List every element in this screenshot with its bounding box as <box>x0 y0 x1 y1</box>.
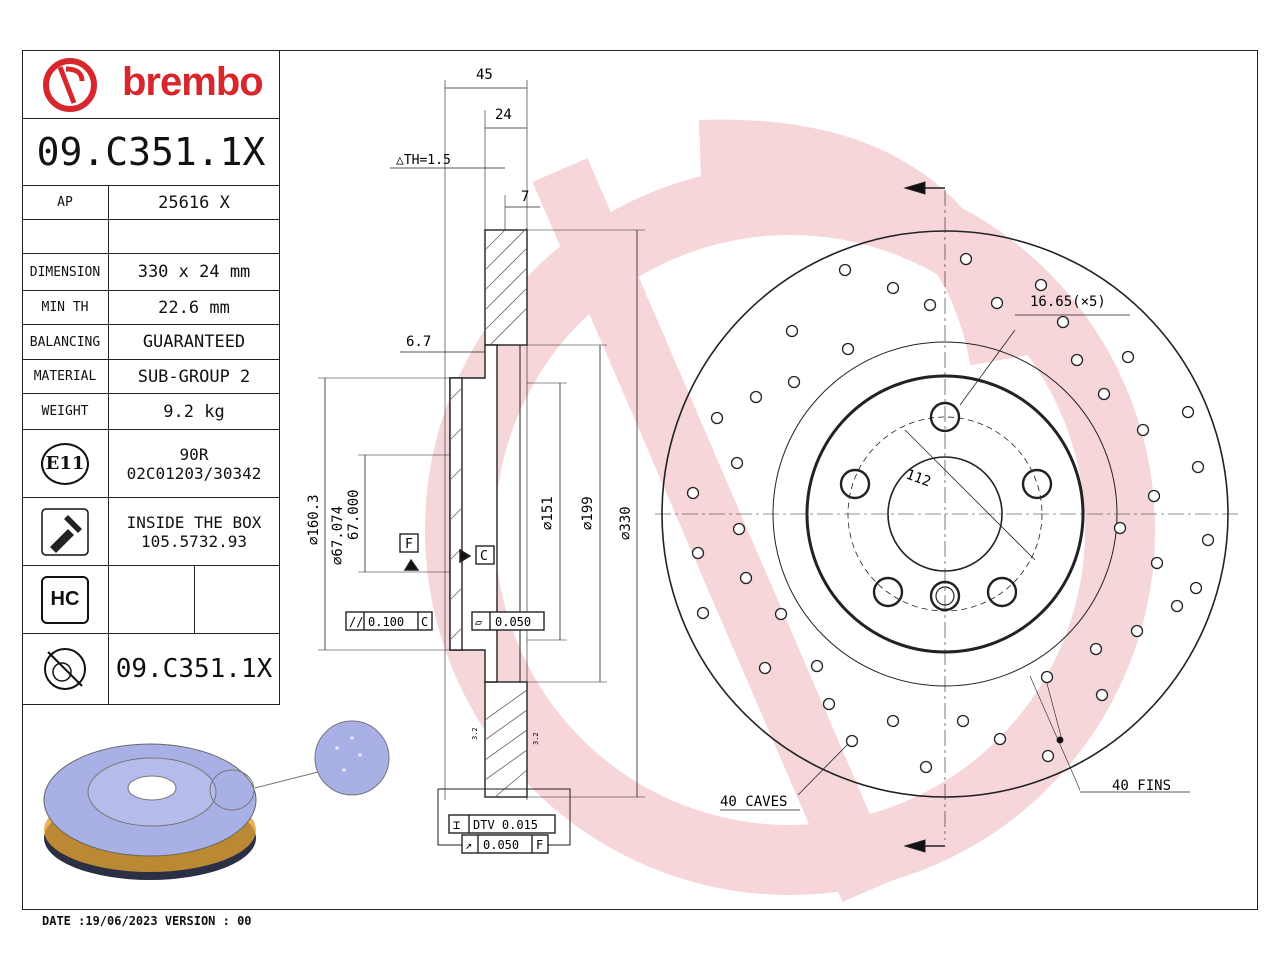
inside-box-row: INSIDE THE BOX 105.5732.93 <box>22 498 280 566</box>
front-view <box>655 181 1242 853</box>
dim-24: 24 <box>495 107 512 123</box>
inside-box-value: INSIDE THE BOX 105.5732.93 <box>108 498 280 565</box>
tol-parallel-ref: C <box>421 615 428 629</box>
dim-dia-67b: 67.000 <box>346 489 362 540</box>
roughness-1: 3.2 <box>471 727 479 740</box>
screw-icon <box>41 507 89 556</box>
brembo-logo-icon <box>43 58 97 112</box>
spec-label: MATERIAL <box>22 360 109 393</box>
hc-row: HC <box>22 566 280 634</box>
hc-icon: HC <box>41 575 89 624</box>
dim-7: 7 <box>521 189 529 205</box>
dim-6-7: 6.7 <box>406 334 431 350</box>
spec-label: BALANCING <box>22 325 109 359</box>
runout-symbol: ↗ <box>465 838 472 852</box>
brand-name: brembo <box>122 60 264 104</box>
spec-value: 25616 X <box>158 192 230 213</box>
hc-empty <box>194 566 280 633</box>
spec-value: SUB-GROUP 2 <box>137 366 251 387</box>
homologation-row: E11 90R 02C01203/30342 <box>22 430 280 498</box>
dim-45: 45 <box>476 67 493 83</box>
part-number-row: 09.C351.1X <box>22 119 280 186</box>
tol-parallel: 0.100 <box>368 615 404 629</box>
label-fins: 40 FINS <box>1112 778 1171 794</box>
spec-value: GUARANTEED <box>142 332 246 352</box>
spec-row: BALANCING GUARANTEED <box>22 325 280 360</box>
spec-value: 330 x 24 mm <box>137 262 251 282</box>
spec-label: DIMENSION <box>22 254 109 290</box>
spec-label: MIN TH <box>22 291 109 324</box>
spec-row: WEIGHT 9.2 kg <box>22 394 280 430</box>
tol-runout-ref: F <box>536 838 543 852</box>
section-hatching <box>449 227 528 798</box>
dim-dia-199: ⌀199 <box>580 496 596 530</box>
datum-f: F <box>405 537 413 552</box>
disc-icon <box>44 648 86 690</box>
inside-box-line2: 105.5732.93 <box>141 531 247 551</box>
label-caves: 40 CAVES <box>720 794 787 810</box>
spec-row <box>22 220 280 254</box>
homologation-icon-cell: E11 <box>22 430 109 497</box>
screw-icon-cell <box>22 498 109 565</box>
part-number: 09.C351.1X <box>36 130 266 174</box>
tol-dtv: DTV 0.015 <box>473 818 538 832</box>
dim-dia-67a: ⌀67.074 <box>330 506 346 565</box>
disc-icon-cell <box>22 634 109 704</box>
homologation-line1: 90R <box>179 444 209 464</box>
dim-dia-330: ⌀330 <box>618 506 634 540</box>
spec-value: 9.2 kg <box>163 401 225 422</box>
dim-dia-160: ⌀160.3 <box>306 494 322 545</box>
disc-3d-illustration <box>43 720 390 880</box>
footer-date-version: DATE :19/06/2023 VERSION : 00 <box>42 914 252 928</box>
spec-value <box>108 220 280 253</box>
tol-flatness: 0.050 <box>495 615 531 629</box>
part-number-bottom: 09.C351.1X <box>115 654 273 684</box>
dim-th: △TH=1.5 <box>396 153 451 168</box>
spec-row: AP 25616 X <box>22 186 280 220</box>
title-block: brembo 09.C351.1X AP 25616 X DIMENSION 330 … <box>22 50 280 705</box>
e11-icon: E11 <box>41 442 89 485</box>
homologation-value: 90R 02C01203/30342 <box>108 430 280 497</box>
dim-dia-151: ⌀151 <box>540 496 556 530</box>
drilled-holes <box>686 252 1215 774</box>
inside-box-line1: INSIDE THE BOX <box>126 512 262 532</box>
spec-label <box>22 220 109 253</box>
label-holes: 16.65(×5) <box>1030 294 1106 310</box>
bottom-part-row: 09.C351.1X <box>22 634 280 705</box>
spec-value: 22.6 mm <box>158 297 230 318</box>
flatness-symbol: ▱ <box>475 615 483 629</box>
tol-runout: 0.050 <box>483 838 519 852</box>
cross-section <box>318 80 645 854</box>
logo-row: brembo <box>22 50 280 119</box>
datum-c: C <box>480 549 488 564</box>
thickness-symbol: ⌶ <box>453 818 460 832</box>
homologation-line2: 02C01203/30342 <box>126 463 262 483</box>
spec-row: DIMENSION 330 x 24 mm <box>22 254 280 291</box>
spec-label: WEIGHT <box>22 394 109 429</box>
roughness-2: 3.2 <box>532 732 540 745</box>
parallel-symbol: // <box>349 615 363 629</box>
spec-row: MIN TH 22.6 mm <box>22 291 280 325</box>
hc-icon-cell: HC <box>22 566 109 633</box>
spec-row: MATERIAL SUB-GROUP 2 <box>22 360 280 394</box>
spec-label: AP <box>22 186 109 219</box>
drawing-frame <box>22 50 1258 910</box>
